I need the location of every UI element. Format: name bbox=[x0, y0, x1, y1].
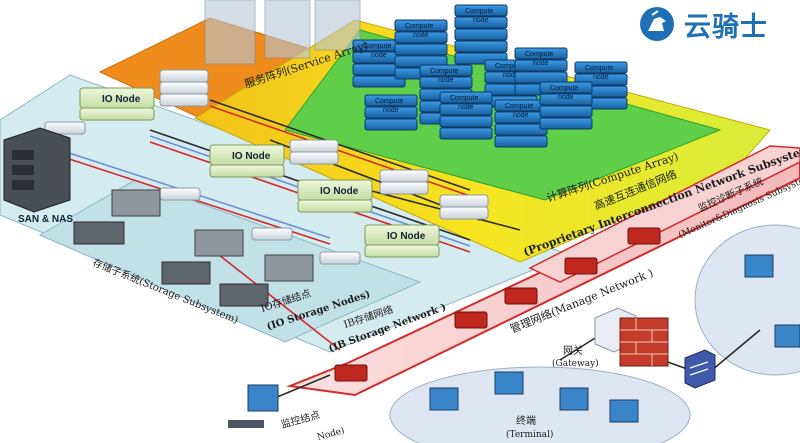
interconnect-switches bbox=[289, 139, 489, 220]
remote-network-area bbox=[694, 224, 800, 376]
compute-node-blade bbox=[454, 40, 508, 53]
compute-node-label: Compute bbox=[375, 98, 404, 105]
compute-node-blade bbox=[439, 115, 493, 128]
terminal-area bbox=[389, 366, 691, 443]
compute-node-blade bbox=[352, 75, 406, 88]
io-node-label: IO Node bbox=[232, 151, 271, 162]
compute-node-blade bbox=[539, 93, 593, 106]
gateway-label-en: (Gateway) bbox=[552, 358, 599, 369]
compute-node-blade bbox=[514, 59, 568, 72]
san-nas-label: SAN & NAS bbox=[18, 214, 73, 225]
compute-node-blade bbox=[454, 16, 508, 29]
compute-node-blade bbox=[574, 61, 628, 74]
compute-node-blade bbox=[514, 47, 568, 60]
compute-node-blade bbox=[419, 64, 473, 77]
compute-node-label: node bbox=[473, 17, 489, 24]
gateway-label-cn: 网关 bbox=[563, 344, 583, 357]
control-node-label-en: Node) bbox=[316, 425, 346, 443]
compute-node-label: node bbox=[558, 94, 574, 101]
compute-node-label: node bbox=[413, 32, 429, 39]
storage-subsystem-plane bbox=[38, 179, 422, 343]
io-node-label: IO Node bbox=[320, 186, 359, 197]
compute-node-blade bbox=[454, 28, 508, 41]
compute-node-blade bbox=[439, 91, 493, 104]
compute-node-blade bbox=[539, 81, 593, 94]
brand-name: 云骑士 bbox=[684, 11, 768, 43]
compute-node-label: node bbox=[383, 107, 399, 114]
compute-node-blade bbox=[394, 31, 448, 44]
io-node-2: IO Node bbox=[209, 144, 285, 178]
manage-switches bbox=[334, 227, 661, 382]
storage-switches bbox=[44, 121, 361, 265]
router-icon bbox=[684, 349, 716, 389]
io-node-label: IO Node bbox=[102, 94, 141, 105]
compute-node-label: node bbox=[513, 112, 529, 119]
terminal-label-cn: 终端 bbox=[516, 414, 536, 427]
storage-servers bbox=[73, 189, 314, 307]
compute-array-stacks: ComputenodeComputenodeComputenodeCompute… bbox=[352, 4, 628, 148]
compute-node-blade bbox=[539, 117, 593, 130]
compute-node-label: node bbox=[593, 74, 609, 81]
monitor-band bbox=[528, 145, 800, 283]
compute-node-blade bbox=[494, 135, 548, 148]
compute-node-label: node bbox=[371, 52, 387, 59]
knight-icon bbox=[640, 7, 674, 41]
compute-node-blade bbox=[364, 118, 418, 131]
san-nas-rack: SAN & NAS bbox=[3, 127, 73, 225]
compute-node-blade bbox=[454, 4, 508, 17]
compute-node-label: Compute bbox=[405, 23, 434, 30]
compute-node-label: Compute bbox=[363, 43, 392, 50]
compute-node-label: Compute bbox=[505, 103, 534, 110]
compute-node-label: Compute bbox=[550, 85, 579, 92]
compute-node-blade bbox=[439, 103, 493, 116]
compute-node-blade bbox=[364, 106, 418, 119]
compute-node-blade bbox=[364, 94, 418, 107]
compute-node-blade bbox=[439, 127, 493, 140]
compute-node-blade bbox=[394, 19, 448, 32]
compute-node-label: node bbox=[458, 104, 474, 111]
terminal-label-en: (Terminal) bbox=[506, 429, 553, 440]
compute-node-blade bbox=[394, 43, 448, 56]
compute-node-label: node bbox=[503, 72, 519, 79]
compute-node-label: node bbox=[533, 60, 549, 67]
storage-plane bbox=[0, 74, 572, 353]
service-node-stacks bbox=[204, 0, 361, 65]
compute-node-label: Compute bbox=[495, 63, 524, 70]
io-node-label: IO Node bbox=[387, 231, 426, 242]
compute-node-blade bbox=[514, 71, 568, 84]
io-node-4: IO Node bbox=[364, 224, 440, 258]
control-node-label-cn: 监控结点 bbox=[279, 408, 321, 431]
service-switches bbox=[159, 69, 209, 107]
compute-node-label: Compute bbox=[525, 51, 554, 58]
compute-node-label: Compute bbox=[430, 68, 459, 75]
io-node-1: IO Node bbox=[79, 87, 155, 121]
brand-logo: 云骑士 bbox=[638, 4, 798, 44]
firewall-icon bbox=[619, 317, 669, 367]
compute-node-label: node bbox=[438, 77, 454, 84]
compute-node-blade bbox=[539, 105, 593, 118]
control-node-computer bbox=[228, 384, 279, 428]
compute-node-blade bbox=[419, 76, 473, 89]
terminal-computers bbox=[429, 254, 800, 423]
compute-node-label: Compute bbox=[465, 8, 494, 15]
compute-node-label: Compute bbox=[585, 65, 614, 72]
compute-node-label: Compute bbox=[450, 95, 479, 102]
io-node-3: IO Node bbox=[297, 179, 373, 213]
compute-node-blade bbox=[494, 123, 548, 136]
